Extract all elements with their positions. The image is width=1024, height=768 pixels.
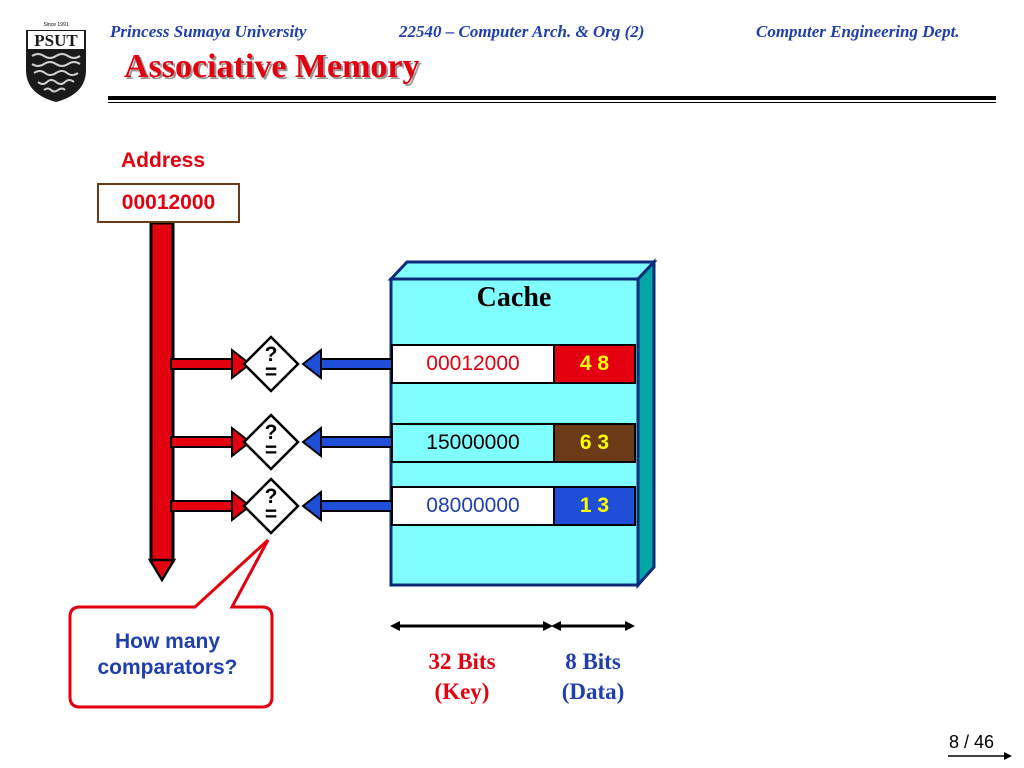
cache-row-1-key: 00012000 [426,352,520,375]
comparator-2: ? = [244,415,298,469]
cache-label: Cache [476,282,552,313]
comparator-2-question: ? [264,421,278,444]
cache-row-1-data: 4 8 [553,346,634,382]
red-arrow-row2 [170,425,252,459]
blue-arrow-row1 [301,347,393,381]
callout-line-2: comparators? [97,656,238,679]
header-course: 22540 – Computer Arch. & Org (2) [399,22,645,41]
slide-title: Associative Memory [124,48,420,85]
key-bits-label: 32 Bits (Key) [400,647,524,707]
header-rule-thick [108,96,996,100]
callout-line-1: How many [114,630,221,653]
key-bits-line-2: (Key) [434,679,490,704]
address-bus-arrowhead [147,558,177,583]
red-arrow-row1 [170,347,252,381]
callout-bubble [68,538,274,709]
header-department: Computer Engineering Dept. [756,22,960,41]
data-bits-line-2: (Data) [561,679,625,704]
comparator-1-equals: = [264,361,278,384]
cache-top-face [387,260,658,281]
logo-letters: PSUT [34,31,78,50]
comparator-3-equals: = [264,503,278,526]
cache-row-2: 15000000 6 3 [391,423,636,463]
comparator-diamond-3 [242,477,300,535]
header-rule-thin [108,102,996,103]
cache-row-2-data: 6 3 [553,425,634,461]
data-bits-label: 8 Bits (Data) [538,647,648,707]
cache-row-3: 08000000 1 3 [391,486,636,526]
red-arrow-row3 [170,489,252,523]
address-value: 00012000 [121,191,216,214]
page-number: 8 / 46 [949,732,995,752]
comparator-diamond-1 [242,335,300,393]
address-label: Address [121,149,206,172]
cache-row-3-data: 1 3 [553,488,634,524]
callout-text: How many comparators? [62,607,273,707]
cache-row-3-key: 08000000 [426,494,520,517]
cache-row-1: 00012000 4 8 [391,344,636,384]
address-bus-bar [149,221,175,563]
cache-row-2-key: 15000000 [426,431,520,454]
data-bits-line-1: 8 Bits [565,649,621,674]
address-value-box: 00012000 [97,183,240,223]
psut-logo: Since 1991 PSUT [26,22,86,102]
blue-arrow-row2 [301,425,393,459]
comparator-1: ? = [244,337,298,391]
blue-arrow-row3 [301,489,393,523]
comparator-3: ? = [244,479,298,533]
logo-since-text: Since 1991 [43,22,68,28]
comparator-3-question: ? [264,485,278,508]
comparator-1-question: ? [264,343,278,366]
cache-side-face [636,258,656,589]
key-bits-line-1: 32 Bits [428,649,496,674]
comparator-2-equals: = [264,439,278,462]
comparator-diamond-2 [242,413,300,471]
header-university: Princess Sumaya University [110,22,307,41]
